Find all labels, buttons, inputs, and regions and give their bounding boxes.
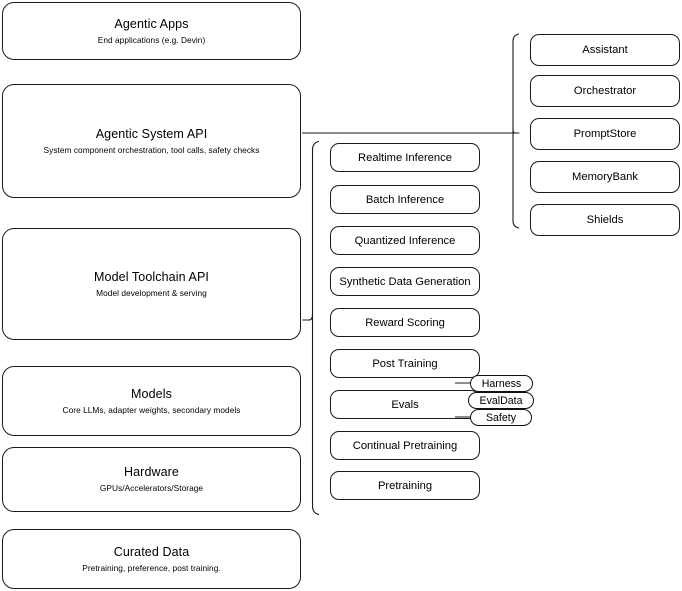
capability-label: Pretraining (377, 479, 433, 492)
layer-hardware[interactable]: Hardware GPUs/Accelerators/Storage (2, 447, 301, 512)
layer-title: Model Toolchain API (94, 269, 209, 284)
capability-quantized-inference[interactable]: Quantized Inference (330, 226, 480, 255)
layer-models[interactable]: Models Core LLMs, adapter weights, secon… (2, 366, 301, 436)
layer-subtitle: System component orchestration, tool cal… (43, 144, 260, 155)
capability-reward-scoring[interactable]: Reward Scoring (330, 308, 480, 337)
layer-title: Hardware (124, 465, 179, 479)
component-promptstore[interactable]: PromptStore (530, 118, 680, 150)
evals-pill-harness[interactable]: Harness (470, 375, 533, 392)
capability-label: Synthetic Data Generation (339, 275, 471, 288)
capability-label: Evals (391, 398, 419, 411)
layer-title: Agentic System API (95, 126, 208, 141)
capability-continual-pretraining[interactable]: Continual Pretraining (330, 431, 480, 460)
capability-pretraining[interactable]: Pretraining (330, 471, 480, 500)
layer-agentic-apps[interactable]: Agentic Apps End applications (e.g. Devi… (2, 2, 301, 60)
component-label: Orchestrator (573, 85, 637, 97)
pill-label: EvalData (479, 394, 523, 407)
component-label: Shields (586, 214, 624, 226)
component-shields[interactable]: Shields (530, 204, 680, 236)
pill-label: Safety (485, 411, 517, 424)
capability-label: Reward Scoring (365, 316, 445, 329)
capability-batch-inference[interactable]: Batch Inference (330, 185, 480, 214)
layer-title: Models (131, 386, 172, 401)
component-label: MemoryBank (572, 171, 638, 183)
capability-label: Realtime Inference (358, 151, 452, 164)
layer-subtitle: End applications (e.g. Devin) (97, 34, 206, 45)
capability-realtime-inference[interactable]: Realtime Inference (330, 143, 480, 172)
capability-label: Post Training (372, 357, 438, 370)
brace-toolchain-capabilities (302, 140, 320, 516)
component-label: Assistant (582, 44, 628, 56)
component-memorybank[interactable]: MemoryBank (530, 161, 680, 193)
evals-pill-safety[interactable]: Safety (470, 409, 532, 426)
layer-model-toolchain-api[interactable]: Model Toolchain API Model development & … (2, 228, 301, 340)
pill-label: Harness (481, 377, 522, 390)
layer-subtitle: Pretraining, preference, post training. (82, 562, 221, 573)
layer-subtitle: Model development & serving (96, 287, 207, 298)
capability-post-training[interactable]: Post Training (330, 349, 480, 378)
capability-synthetic-data-generation[interactable]: Synthetic Data Generation (330, 267, 480, 296)
capability-label: Batch Inference (365, 193, 445, 206)
brace-system-components (512, 33, 520, 229)
component-orchestrator[interactable]: Orchestrator (530, 75, 680, 107)
capability-evals[interactable]: Evals (330, 390, 480, 419)
component-label: PromptStore (573, 128, 637, 140)
layer-subtitle: Core LLMs, adapter weights, secondary mo… (62, 404, 241, 415)
evals-pill-evaldata[interactable]: EvalData (468, 392, 534, 409)
layer-title: Agentic Apps (114, 16, 189, 31)
capability-label: Quantized Inference (354, 234, 456, 247)
layer-agentic-system-api[interactable]: Agentic System API System component orch… (2, 84, 301, 198)
layer-title: Curated Data (113, 544, 190, 559)
layer-subtitle: GPUs/Accelerators/Storage (99, 483, 204, 493)
layer-curated-data[interactable]: Curated Data Pretraining, preference, po… (2, 529, 301, 589)
capability-label: Continual Pretraining (352, 439, 458, 452)
component-assistant[interactable]: Assistant (530, 34, 680, 66)
